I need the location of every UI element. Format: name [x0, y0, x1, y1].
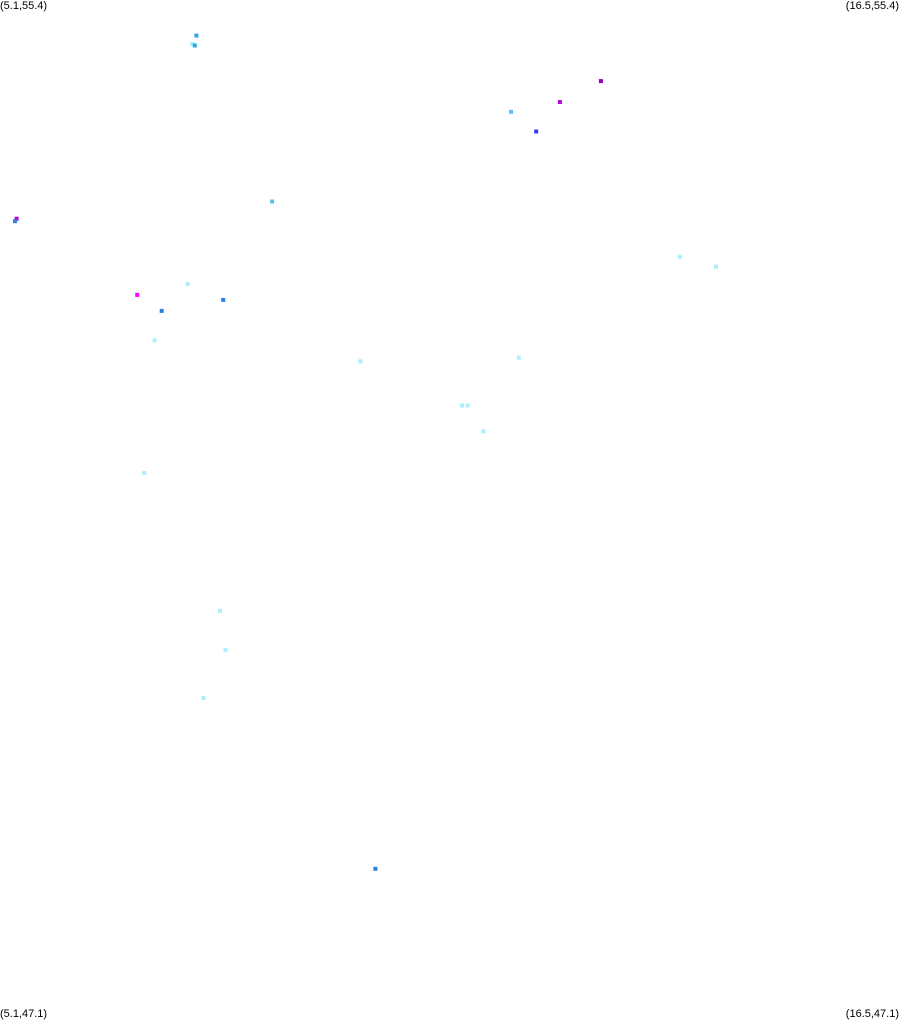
- map-point-17: [358, 359, 363, 364]
- map-point-16: [152, 338, 157, 343]
- map-point-14: [221, 297, 226, 302]
- map-point-26: [373, 866, 378, 871]
- map-point-19: [460, 403, 465, 408]
- map-point-25: [201, 696, 206, 700]
- map-point-21: [481, 429, 486, 434]
- map-point-23: [218, 608, 222, 613]
- corner-label-bottom-right: (16.5,47.1): [845, 1008, 899, 1020]
- corner-label-bottom-left: (5.1,47.1): [0, 1008, 48, 1020]
- map-point-2: [192, 43, 197, 48]
- map-point-4: [557, 100, 562, 104]
- map-point-3: [598, 79, 603, 84]
- map-point-7: [270, 199, 275, 204]
- map-point-8: [14, 216, 19, 221]
- map-point-6: [534, 129, 539, 134]
- map-point-22: [142, 471, 147, 476]
- map-point-15: [159, 308, 164, 313]
- corner-label-top-left: (5.1,55.4): [0, 0, 48, 12]
- map-point-5: [509, 109, 513, 114]
- map-point-18: [516, 355, 521, 360]
- map-point-13: [135, 292, 140, 297]
- map-point-9: [13, 219, 17, 224]
- map-point-11: [714, 264, 718, 269]
- map-point-10: [677, 254, 682, 259]
- map-point-24: [223, 648, 228, 653]
- map-point-12: [185, 281, 190, 286]
- corner-label-top-right: (16.5,55.4): [845, 0, 899, 12]
- map-point-0: [194, 33, 199, 38]
- map-point-1: [190, 42, 195, 47]
- map-point-20: [465, 403, 470, 408]
